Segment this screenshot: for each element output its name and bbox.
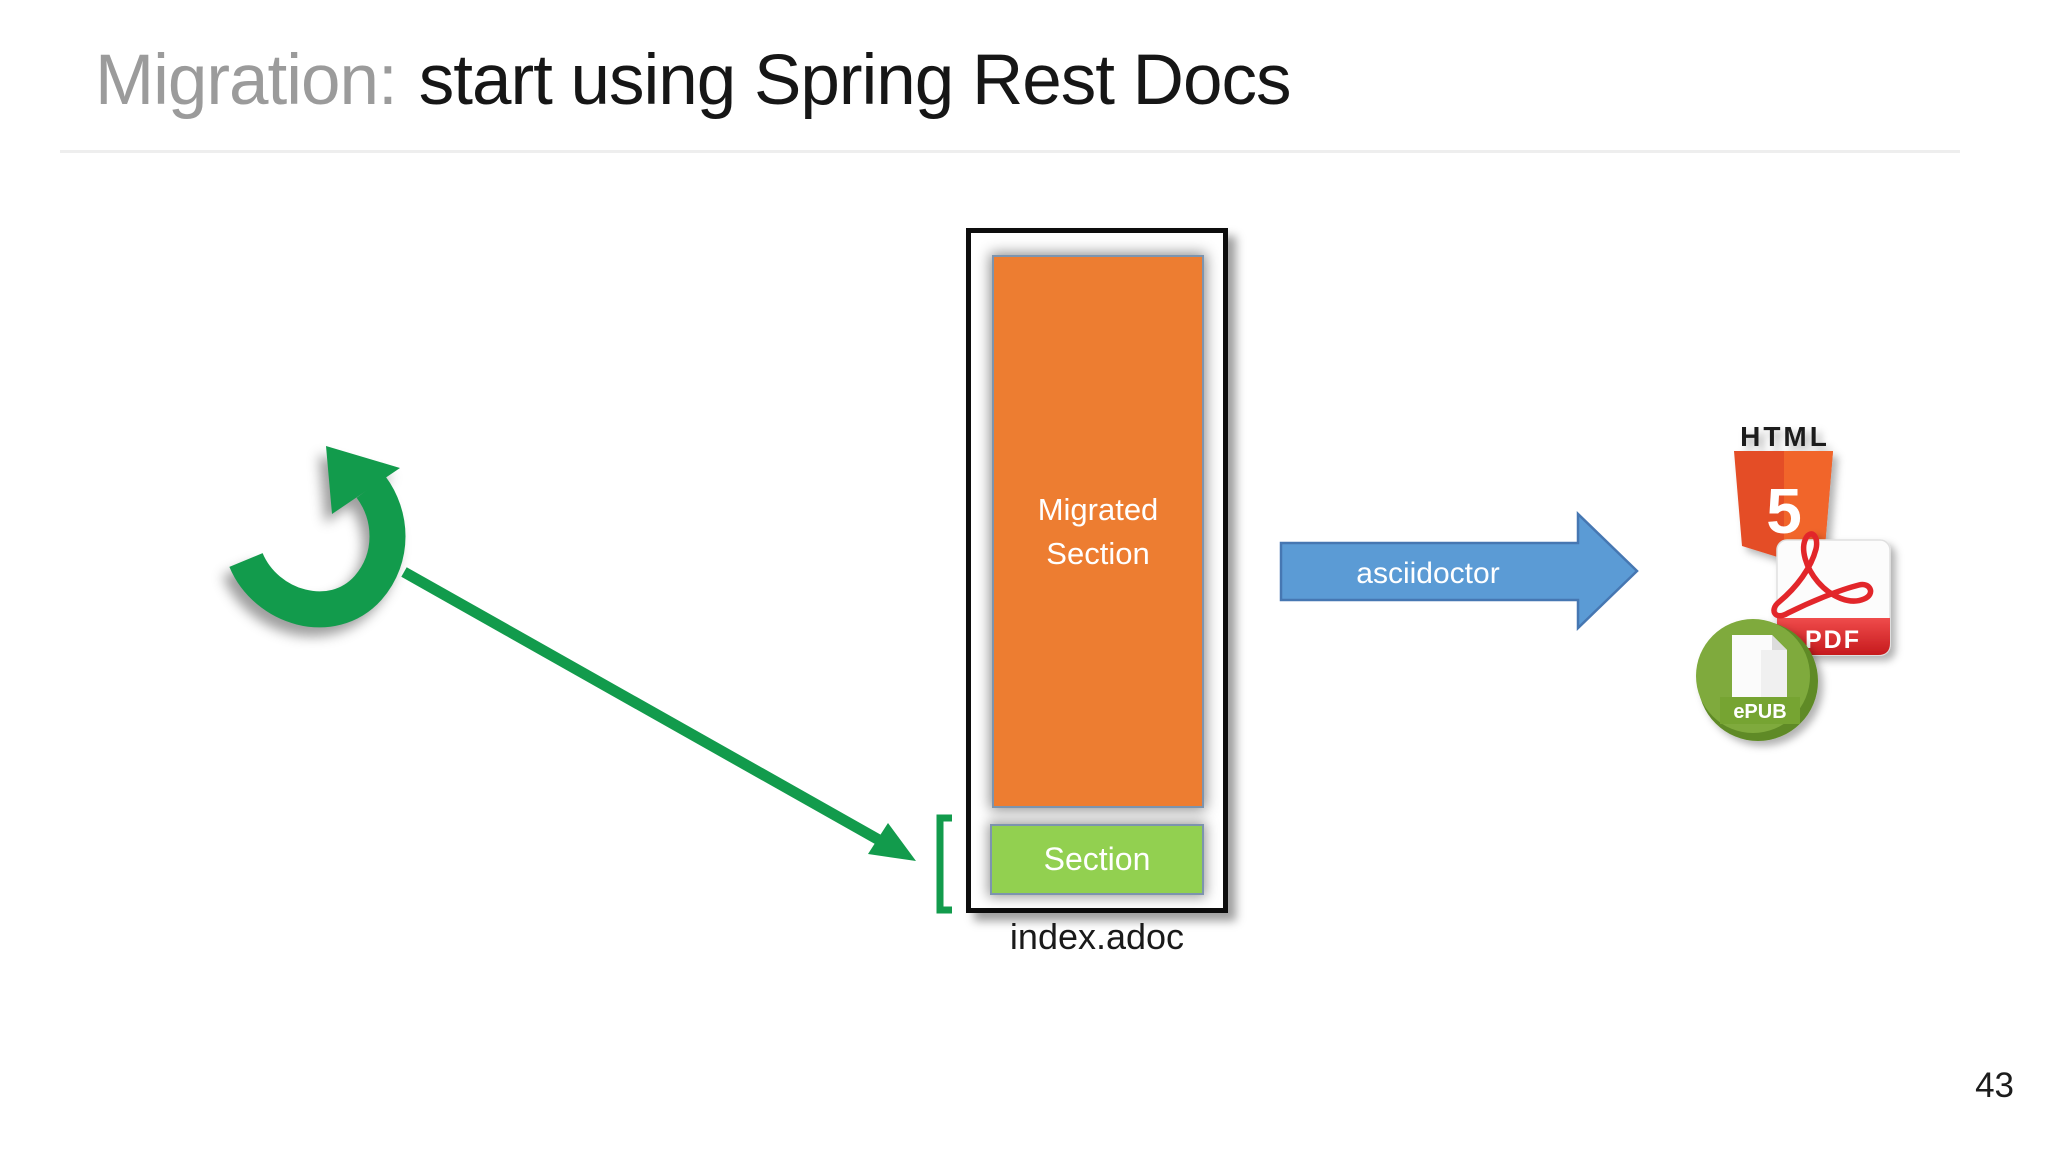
file-name-label: index.adoc	[1009, 916, 1185, 957]
migrated-section-box: Migrated Section	[992, 255, 1204, 808]
pointer-arrow-icon	[401, 567, 916, 861]
output-icons: HTML 5 PDF ePUB	[1696, 421, 1891, 741]
epub-label: ePUB	[1733, 701, 1786, 723]
pdf-label: PDF	[1805, 626, 1861, 654]
title-main: start using Spring Rest Docs	[418, 41, 1292, 120]
pdf-icon: PDF	[1771, 531, 1891, 656]
html5-icon: HTML 5	[1734, 421, 1833, 559]
asciidoctor-arrow: asciidoctor	[1279, 511, 1639, 631]
asciidoctor-arrow-label: asciidoctor	[1356, 557, 1499, 590]
migrated-section-label: Migrated Section	[1037, 491, 1159, 571]
section-label: Section	[1043, 841, 1151, 877]
title-prefix: Migration:	[95, 41, 398, 120]
section-box: Section	[990, 824, 1204, 895]
html5-wordmark: HTML	[1740, 421, 1830, 452]
section-bracket	[936, 814, 952, 914]
curved-return-arrow-icon	[229, 446, 406, 628]
acrobat-swirl-icon	[1771, 531, 1874, 619]
page-number: 43	[1975, 1066, 2014, 1105]
title-divider	[60, 150, 1960, 153]
html5-numeral: 5	[1766, 475, 1802, 547]
epub-icon: ePUB	[1696, 619, 1818, 741]
page-title: Migration: start using Spring Rest Docs	[95, 41, 1292, 120]
